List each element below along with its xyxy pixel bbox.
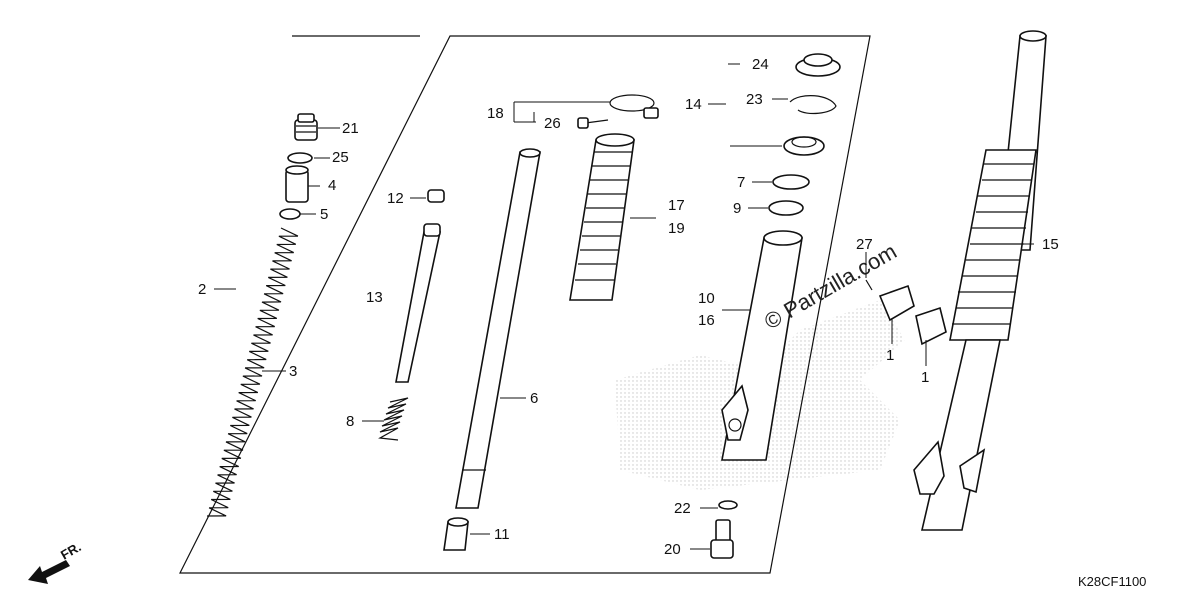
callout-20: 20	[664, 541, 681, 558]
front-direction-arrow-icon: FR.	[28, 539, 84, 584]
spring-seat-part	[279, 208, 301, 220]
callout-18: 18	[487, 105, 504, 122]
bracket-bolt-part	[865, 279, 873, 291]
callout-12: 12	[387, 190, 404, 207]
callout-8: 8	[346, 413, 354, 430]
callout-2: 2	[198, 281, 206, 298]
callout-25: 25	[332, 149, 349, 166]
callout-4: 4	[328, 177, 336, 194]
rebound-spring-part	[378, 397, 409, 441]
callout-15: 15	[1042, 236, 1059, 253]
callout-17: 17	[668, 197, 685, 214]
callout-19: 19	[668, 220, 685, 237]
assembly-frame	[179, 35, 871, 574]
callout-13: 13	[366, 289, 383, 306]
boot-band-part	[609, 94, 659, 119]
drain-washer-part	[718, 500, 738, 510]
fork-case-part	[721, 230, 803, 461]
callout-7: 7	[737, 174, 745, 191]
spring-collar-part	[285, 165, 309, 203]
callout-1a: 1	[886, 347, 894, 364]
fork-spring	[206, 227, 299, 517]
damper-rod-part	[395, 223, 441, 383]
callout-21: 21	[342, 120, 359, 137]
backup-ring-part	[772, 174, 810, 190]
diagram-code: K28CF1100	[1078, 574, 1146, 589]
right-fork-assembly-part	[913, 30, 1047, 531]
fork-pipe-part	[455, 148, 541, 509]
socket-bolt-part	[710, 519, 734, 559]
leader-lines	[214, 63, 1034, 550]
callout-1b: 1	[921, 369, 929, 386]
callout-23: 23	[746, 91, 763, 108]
slide-bushing-part	[443, 517, 469, 551]
callout-10: 10	[698, 290, 715, 307]
callout-16: 16	[698, 312, 715, 329]
piston-ring-part	[427, 189, 445, 203]
callout-5: 5	[320, 206, 328, 223]
callout-6: 6	[530, 390, 538, 407]
callout-26: 26	[544, 115, 561, 132]
callout-27: 27	[856, 236, 873, 253]
fork-boot-part	[569, 133, 635, 301]
callout-22: 22	[674, 500, 691, 517]
guide-bushing-part	[768, 200, 804, 216]
callout-11: 11	[494, 526, 510, 543]
callout-24: 24	[752, 56, 769, 73]
dust-seal-part	[795, 53, 841, 77]
oil-seal-part	[783, 136, 825, 156]
circlip-part	[789, 95, 837, 115]
front-direction-label: FR.	[58, 539, 84, 562]
callout-3: 3	[289, 363, 297, 380]
fork-bolt-part	[294, 113, 318, 141]
o-ring-part	[287, 152, 313, 164]
callout-14: 14	[685, 96, 702, 113]
callout-9: 9	[733, 200, 741, 217]
fork-bracket-part	[878, 284, 947, 346]
callout-labels: 21 25 4 5 2 3 12 13 8 6 11 18 26 17 19 2…	[198, 56, 1059, 558]
band-screw-part	[577, 117, 609, 129]
